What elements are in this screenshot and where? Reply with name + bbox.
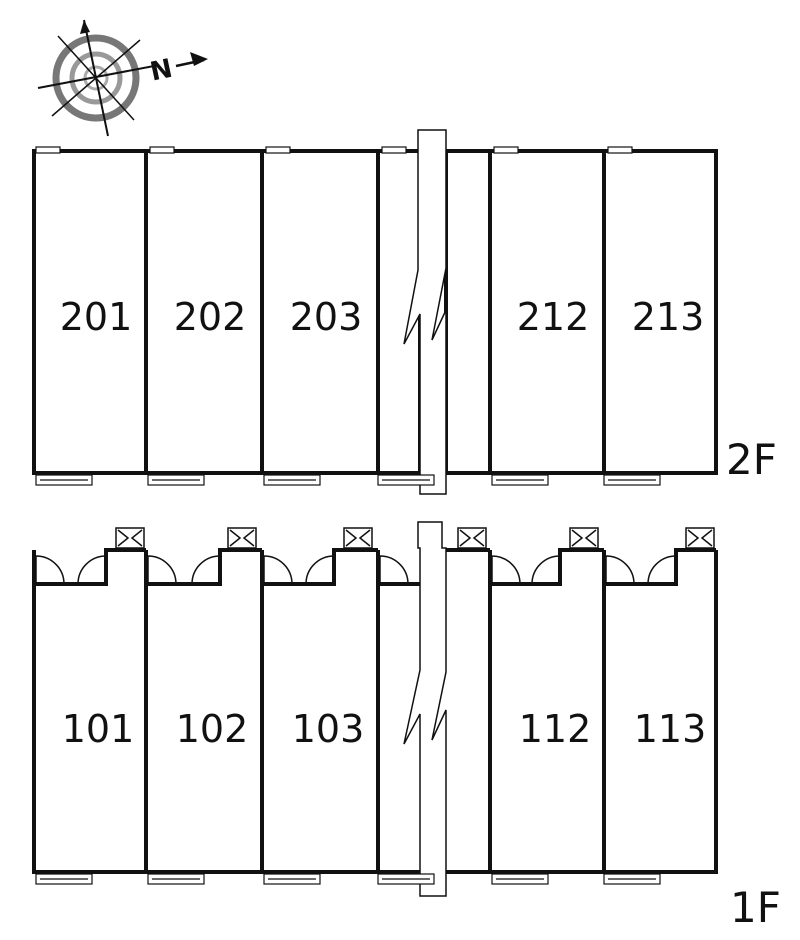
floor-2f: 201 202 203 212 213 2F — [32, 129, 777, 495]
unit-212: 212 — [517, 295, 590, 339]
floor-label-2f: 2F — [726, 435, 777, 484]
unit-201: 201 — [60, 295, 133, 339]
floor-1f: 101 102 103 112 113 1F — [32, 521, 781, 932]
unit-202: 202 — [174, 295, 247, 339]
north-indicator: N — [148, 52, 208, 88]
unit-102: 102 — [176, 707, 249, 751]
unit-213: 213 — [632, 295, 705, 339]
north-label: N — [148, 54, 176, 88]
unit-113: 113 — [634, 707, 707, 751]
floor-label-1f: 1F — [730, 883, 781, 932]
unit-101: 101 — [62, 707, 135, 751]
unit-112: 112 — [519, 707, 592, 751]
unit-203: 203 — [290, 295, 363, 339]
unit-103: 103 — [292, 707, 365, 751]
compass-rose-icon — [37, 19, 155, 137]
